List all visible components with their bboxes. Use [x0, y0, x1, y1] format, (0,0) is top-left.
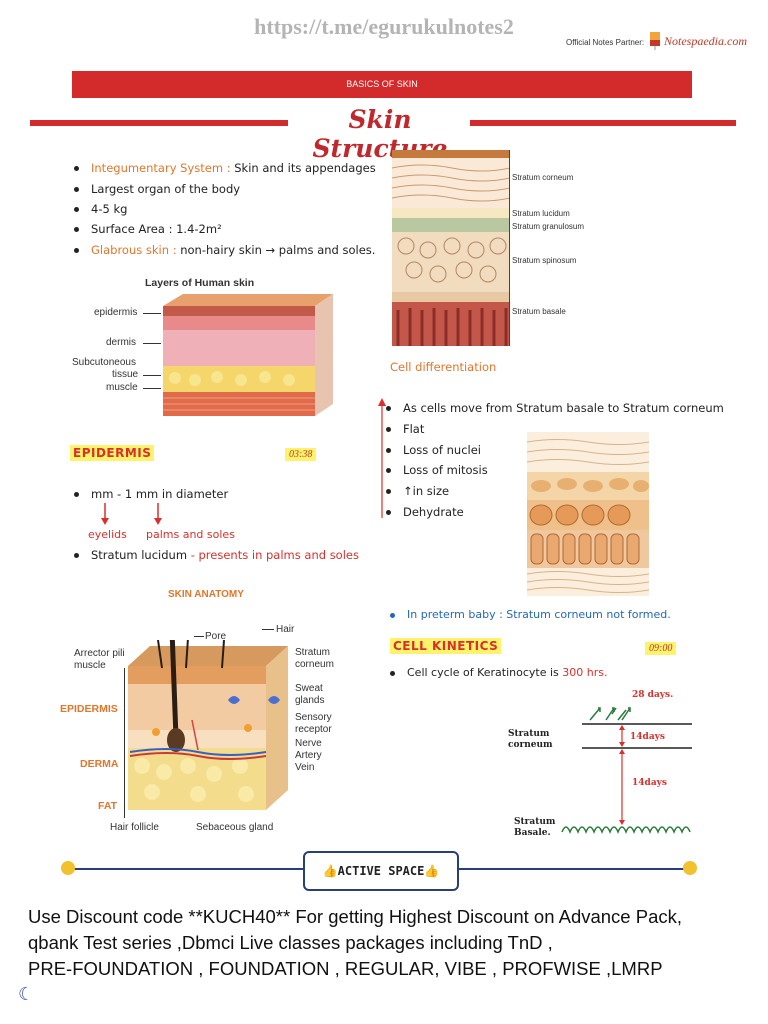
zone-label-derma: DERMA	[80, 758, 119, 770]
intro-bullet-4: Surface Area : 1.4-2m²	[74, 222, 222, 236]
down-arrow-icon	[100, 503, 110, 529]
skin-layers-illustration	[155, 292, 335, 424]
footer-line-3: PRE-FOUNDATION , FOUNDATION , REGULAR, V…	[28, 958, 663, 979]
discount-footer: Use Discount code **KUCH40** For getting…	[28, 904, 758, 982]
intro-bullet-1: Integumentary System : Skin and its appe…	[74, 161, 376, 175]
anatomy-label-corneum: corneum	[295, 659, 334, 670]
keratinocyte-layers-illustration	[526, 432, 650, 600]
anatomy-label-sebaceous: Sebaceous gland	[196, 822, 274, 833]
leader-line	[262, 629, 274, 630]
anatomy-label-follicle: Hair follicle	[110, 822, 159, 833]
anatomy-label-pore: Pore	[205, 631, 227, 642]
anatomy-label-nerve: Nerve	[295, 738, 322, 749]
layer-label-subcutaneous: Subcutoneous	[72, 357, 136, 368]
anatomy-label-sensory: Sensory	[295, 712, 332, 723]
leader-line	[143, 313, 161, 314]
layer-label-dermis: dermis	[106, 337, 137, 348]
leader-line	[194, 636, 204, 637]
anatomy-label-vein: Vein	[295, 762, 315, 773]
strata-label-basale: Stratum basale	[512, 307, 566, 316]
cell-diff-heading: Cell differentiation	[390, 360, 497, 374]
zone-label-epidermis: EPIDERMIS	[60, 703, 118, 715]
epidermis-bullet-1: mm - 1 mm in diameter	[74, 487, 228, 501]
zone-bracket	[124, 668, 125, 818]
anatomy-label-receptor: receptor	[295, 724, 332, 735]
partner-logo-text: Notespaedia.com	[664, 34, 747, 48]
zone-label-fat: FAT	[98, 800, 118, 812]
leader-line	[143, 388, 161, 389]
palms-soles-label: palms and soles	[146, 528, 235, 541]
thumb-icon: 👍	[424, 864, 440, 878]
intro-bullet-3: 4-5 kg	[74, 202, 127, 216]
anatomy-figure-title: SKIN ANATOMY	[168, 589, 244, 600]
layer-label-tissue: tissue	[112, 369, 139, 380]
anatomy-label-arrector-2: muscle	[74, 660, 106, 671]
cell-kinetics-diagram	[560, 690, 700, 844]
partner-logo-icon	[648, 30, 662, 54]
strata-label-lucidum: Stratum lucidum	[512, 209, 570, 218]
intro-bullet-5: Glabrous skin : non-hairy skin → palms a…	[74, 243, 375, 257]
epidermis-bullet-2: Stratum lucidum - presents in palms and …	[74, 548, 359, 562]
up-arrow-icon	[378, 398, 386, 522]
strata-label-corneum: Stratum corneum	[512, 173, 574, 182]
footer-line-2: qbank Test series ,Dbmci Live classes pa…	[28, 932, 553, 953]
channel-url[interactable]: https://t.me/egurukulnotes2	[254, 14, 514, 39]
anatomy-label-sweat: Sweat	[295, 683, 323, 694]
epidermis-timestamp[interactable]: 03:38	[285, 448, 317, 461]
strata-label-spinosum: Stratum spinosum	[512, 256, 577, 265]
layers-figure-title: Layers of Human skin	[145, 277, 255, 289]
cell-diff-item-5: ↑in size	[386, 484, 449, 498]
cell-kinetics-timestamp[interactable]: 09:00	[645, 642, 677, 655]
cell-diff-item-6: Dehydrate	[386, 505, 464, 519]
crescent-icon: ☾	[18, 984, 35, 1005]
epidermis-strata-illustration	[391, 150, 511, 350]
anatomy-label-artery: Artery	[295, 750, 322, 761]
strata-scale-line	[509, 150, 510, 346]
preterm-note: In preterm baby : Stratum corneum not fo…	[390, 608, 671, 621]
cell-diff-item-3: Loss of nuclei	[386, 443, 481, 457]
cell-kinetics-heading: CELL KINETICS	[390, 638, 502, 654]
anatomy-label-hair: Hair	[276, 624, 295, 635]
active-space-badge: 👍ACTIVE SPACE👍	[303, 851, 459, 891]
footer-line-1: Use Discount code **KUCH40** For getting…	[28, 906, 683, 927]
thumb-icon: 👍	[322, 864, 338, 878]
cell-diff-item-4: Loss of mitosis	[386, 463, 488, 477]
down-arrow-icon	[153, 503, 163, 529]
rule-end-dot	[61, 861, 75, 875]
eyelids-label: eyelids	[88, 528, 127, 541]
cell-cycle-bullet: Cell cycle of Keratinocyte is 300 hrs.	[390, 666, 608, 679]
anatomy-label-arrector: Arrector pili	[74, 648, 125, 659]
epidermis-heading: EPIDERMIS	[70, 445, 155, 461]
layer-label-muscle: muscle	[106, 382, 138, 393]
rule-end-dot	[683, 861, 697, 875]
anatomy-label-stratum: Stratum	[295, 647, 331, 658]
skin-anatomy-illustration	[128, 629, 288, 816]
anatomy-label-glands: glands	[295, 695, 325, 706]
cell-diff-item-2: Flat	[386, 422, 424, 436]
title-rule-left	[30, 120, 288, 126]
title-rule-right	[470, 120, 736, 126]
kinetics-14-days-top: 14days	[630, 732, 665, 742]
intro-bullet-2: Largest organ of the body	[74, 182, 240, 196]
leader-line	[143, 375, 161, 376]
cell-diff-item-1: As cells move from Stratum basale to Str…	[386, 401, 724, 415]
section-banner: BASICS OF SKIN	[72, 71, 692, 98]
leader-line	[143, 343, 161, 344]
strata-label-granulosum: Stratum granulosum	[512, 222, 585, 231]
partner-label: Official Notes Partner:	[566, 38, 645, 47]
kinetics-14-days-bottom: 14days	[632, 778, 667, 788]
layer-label-epidermis: epidermis	[94, 307, 138, 318]
kinetics-28-days: 28 days.	[632, 690, 674, 700]
